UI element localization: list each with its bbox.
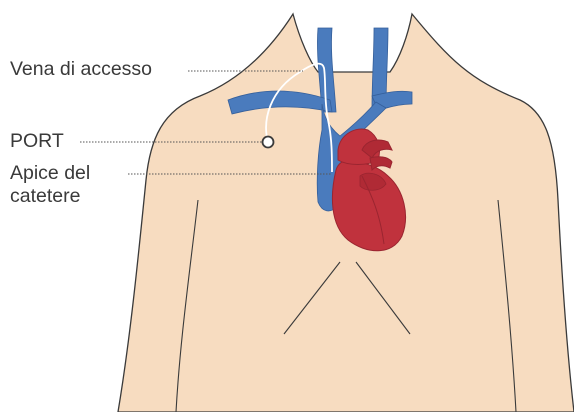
- port-device: [263, 137, 274, 148]
- label-vena-di-accesso: Vena di accesso: [10, 58, 152, 81]
- label-port: PORT: [10, 130, 64, 153]
- label-apice-line-2: catetere: [10, 185, 90, 208]
- label-apice-del-catetere: Apice del catetere: [10, 162, 90, 208]
- label-apice-line-1: Apice del: [10, 162, 90, 185]
